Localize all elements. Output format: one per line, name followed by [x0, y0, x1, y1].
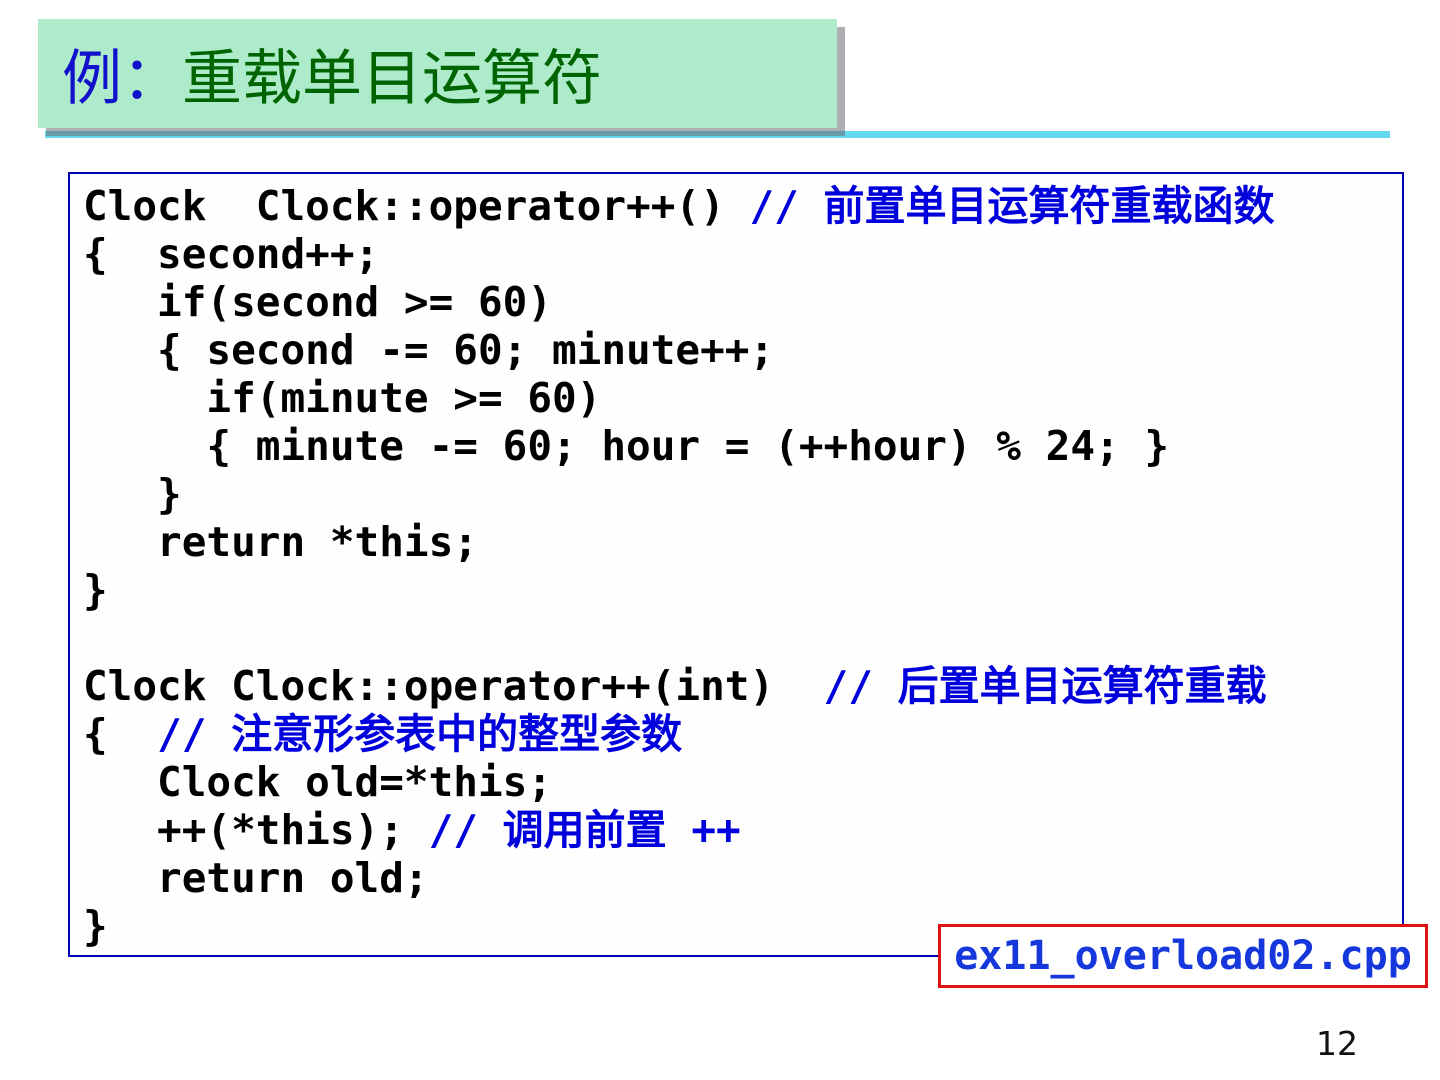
code-line: Clock Clock::operator++(int) // 后置单目运算符重…: [83, 662, 1402, 710]
page-number: 12: [1316, 1024, 1358, 1063]
filename-badge: ex11_overload02.cpp: [938, 924, 1428, 988]
code-segment: Clock Clock::operator++(int): [83, 662, 824, 710]
code-line: return *this;: [83, 518, 1402, 566]
code-line: ++(*this); // 调用前置 ++: [83, 806, 1402, 854]
code-segment: }: [83, 566, 108, 614]
code-comment-segment: // 后置单目运算符重载: [823, 662, 1267, 710]
filename-label: ex11_overload02.cpp: [954, 933, 1412, 979]
code-segment: ++(*this);: [83, 806, 429, 854]
code-line: }: [83, 470, 1402, 518]
code-line: [83, 614, 1402, 662]
code-segment: }: [83, 470, 182, 518]
title-banner: 例：重载单目运算符: [38, 19, 837, 128]
code-segment: { second -= 60; minute++;: [83, 326, 775, 374]
code-line: Clock old=*this;: [83, 758, 1402, 806]
code-line: }: [83, 566, 1402, 614]
code-panel: Clock Clock::operator++() // 前置单目运算符重载函数…: [68, 172, 1404, 957]
code-segment: if(second >= 60): [83, 278, 552, 326]
code-comment-segment: // 注意形参表中的整型参数: [157, 710, 683, 758]
code-line: if(minute >= 60): [83, 374, 1402, 422]
code-segment: if(minute >= 60): [83, 374, 602, 422]
code-segment: return old;: [83, 854, 429, 902]
code-segment: }: [83, 902, 108, 950]
code-line: Clock Clock::operator++() // 前置单目运算符重载函数: [83, 182, 1402, 230]
code-line: if(second >= 60): [83, 278, 1402, 326]
code-segment: Clock Clock::operator++(): [83, 182, 750, 230]
code-line: }: [83, 902, 1402, 950]
code-line: { minute -= 60; hour = (++hour) % 24; }: [83, 422, 1402, 470]
code-line: return old;: [83, 854, 1402, 902]
code-lines: Clock Clock::operator++() // 前置单目运算符重载函数…: [83, 182, 1402, 950]
code-segment: {: [83, 710, 158, 758]
code-line: { second++;: [83, 230, 1402, 278]
code-comment-segment: // 前置单目运算符重载函数: [749, 182, 1275, 230]
accent-line: [45, 131, 1390, 138]
code-line: { second -= 60; minute++;: [83, 326, 1402, 374]
code-segment: Clock old=*this;: [83, 758, 552, 806]
page-title: 重载单目运算符: [182, 43, 602, 114]
code-comment-segment: // 调用前置 ++: [428, 806, 741, 854]
code-line: { // 注意形参表中的整型参数: [83, 710, 1402, 758]
code-segment: { minute -= 60; hour = (++hour) % 24; }: [83, 422, 1170, 470]
code-segment: return *this;: [83, 518, 478, 566]
code-segment: { second++;: [83, 230, 380, 278]
title-prefix: 例：: [62, 43, 182, 114]
